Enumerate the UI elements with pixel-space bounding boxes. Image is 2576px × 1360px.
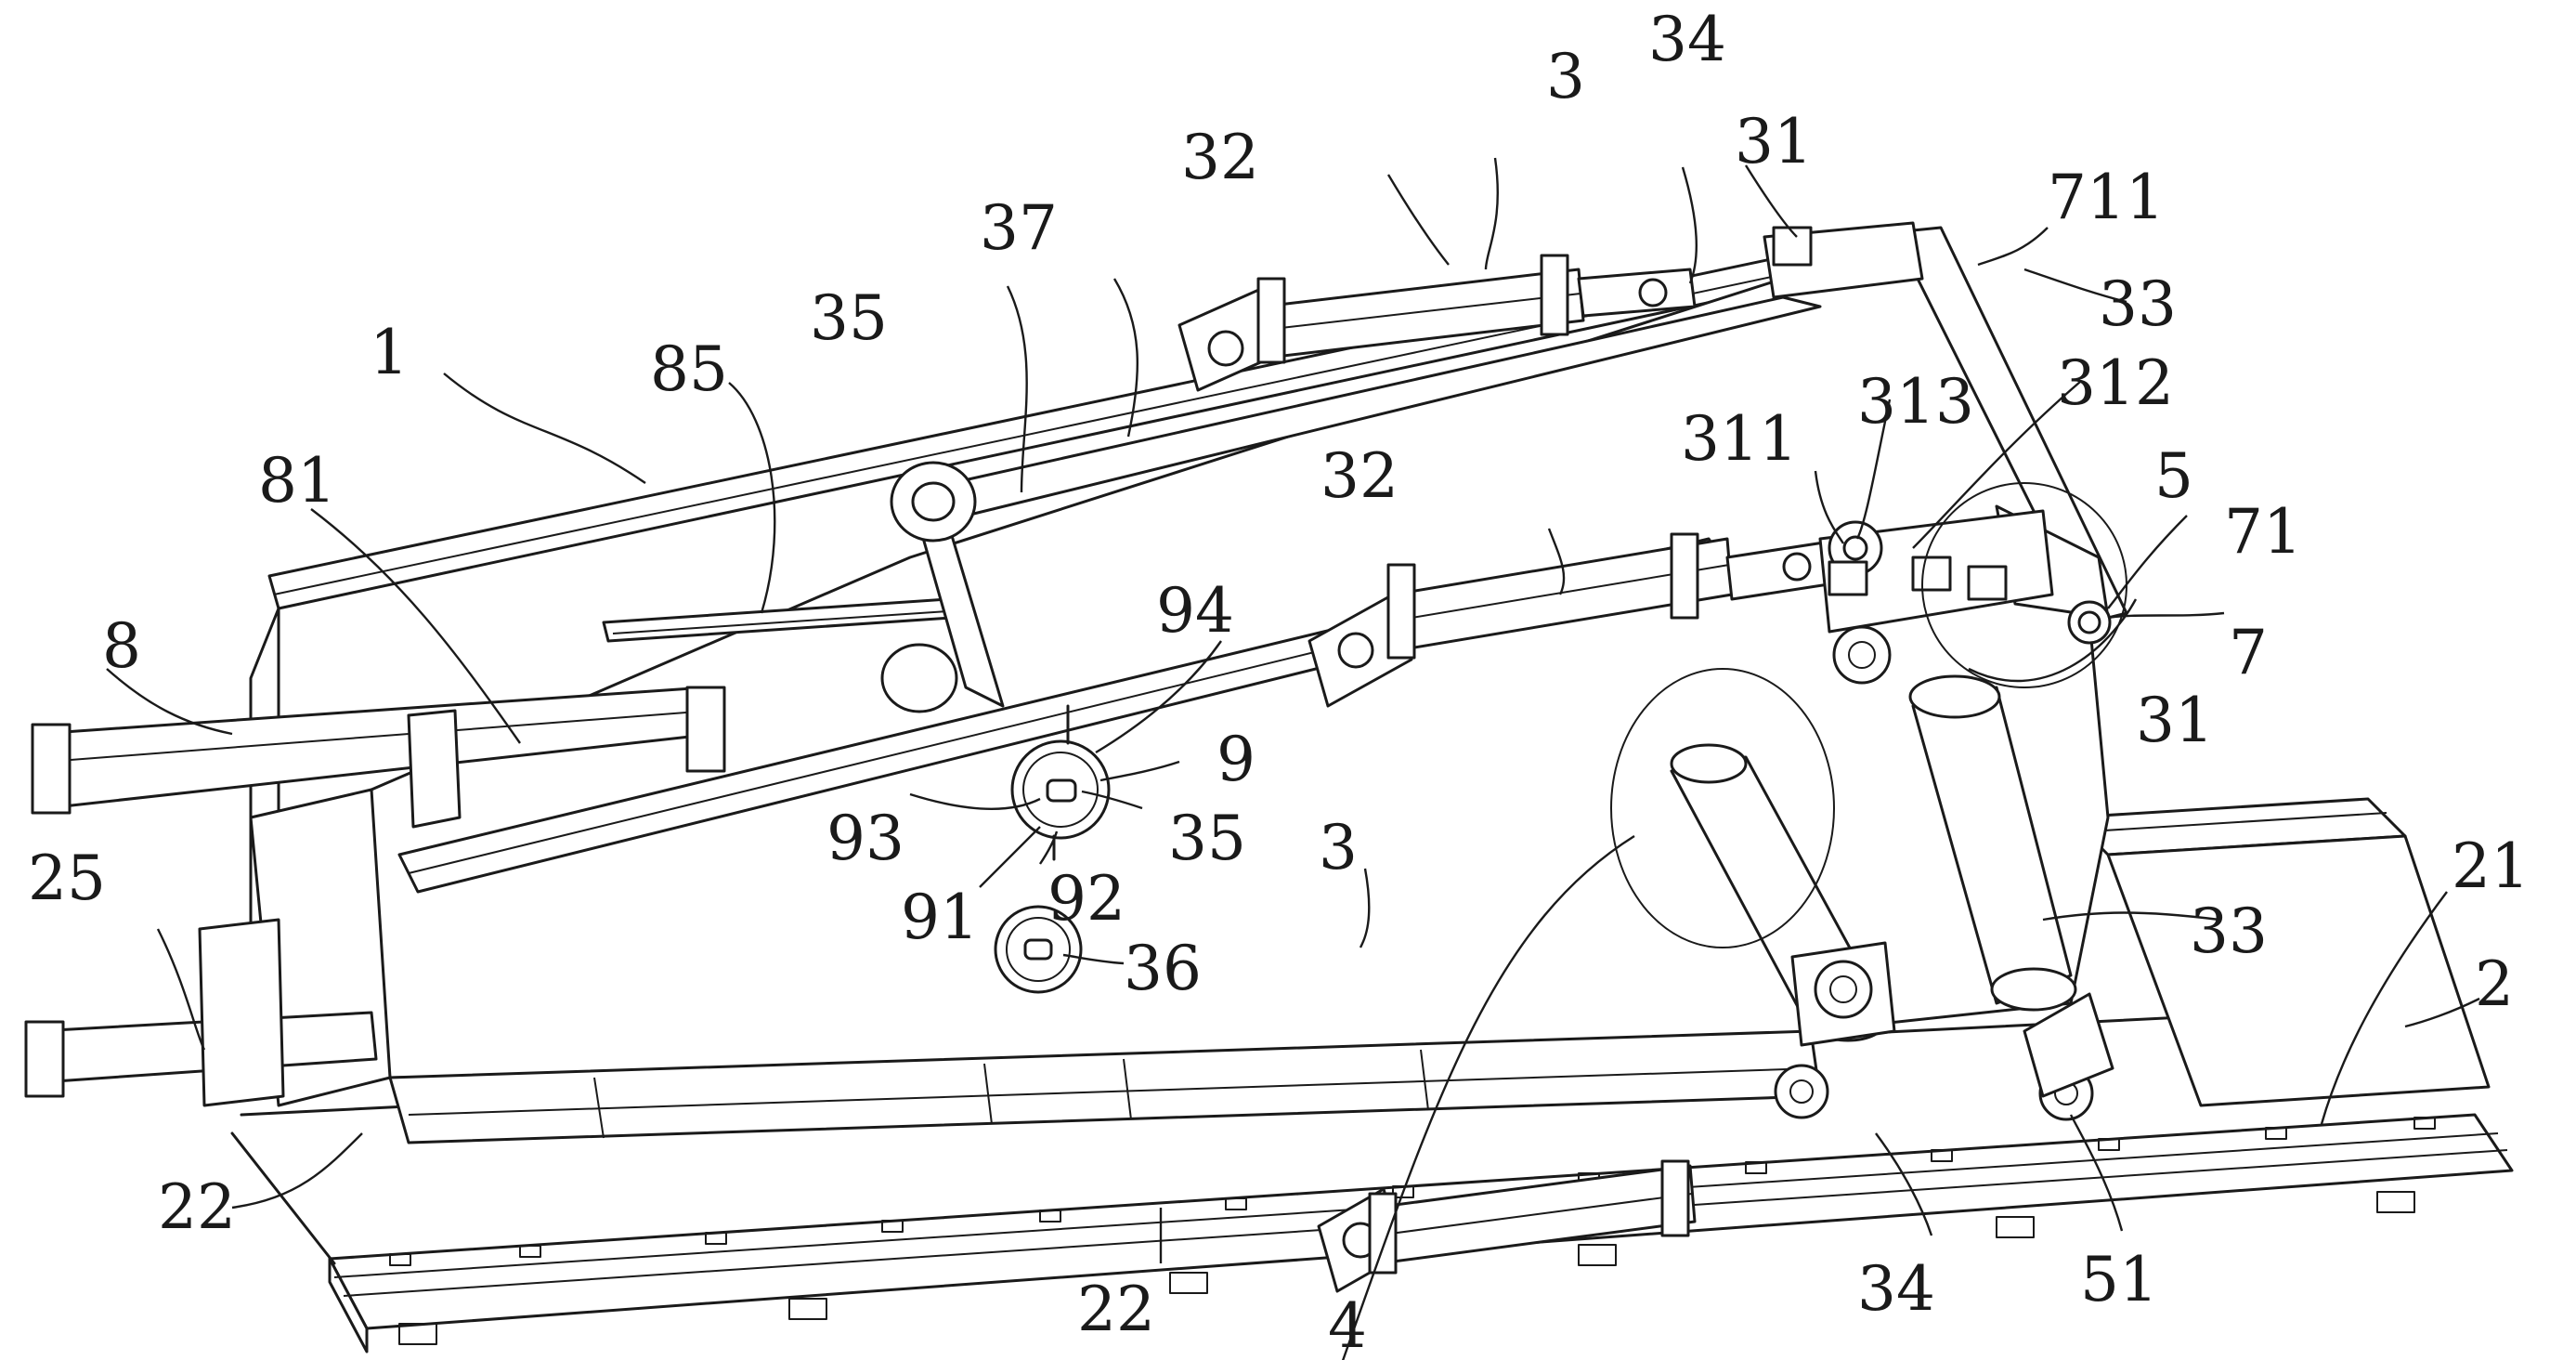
label-312: 312 — [2057, 347, 2174, 419]
label-51: 51 — [2080, 1244, 2158, 1315]
label-85: 85 — [650, 333, 728, 405]
label-91: 91 — [901, 882, 979, 953]
label-81: 81 — [258, 445, 336, 517]
label-35-plate: 35 — [1168, 803, 1246, 874]
label-1: 1 — [370, 317, 409, 388]
label-5: 5 — [2154, 440, 2193, 512]
label-32-top: 32 — [1181, 122, 1259, 193]
label-4: 4 — [1328, 1290, 1367, 1360]
label-71: 71 — [2224, 496, 2302, 568]
label-37: 37 — [980, 192, 1058, 264]
label-33-top: 33 — [2099, 268, 2177, 340]
label-36: 36 — [1124, 933, 1202, 1004]
label-34-bottom: 34 — [1857, 1253, 1935, 1325]
label-711: 711 — [2048, 162, 2165, 233]
label-25: 25 — [28, 843, 106, 914]
label-92: 92 — [1047, 863, 1125, 935]
label-8: 8 — [102, 610, 141, 682]
label-94: 94 — [1156, 575, 1234, 647]
label-313: 313 — [1857, 366, 1974, 438]
label-32-middle: 32 — [1321, 440, 1399, 512]
label-2: 2 — [2475, 948, 2514, 1020]
label-35-left: 35 — [810, 282, 888, 354]
label-3-top: 3 — [1546, 41, 1585, 112]
label-7: 7 — [2229, 617, 2268, 688]
label-3-bottom: 3 — [1319, 812, 1358, 883]
label-34-top: 34 — [1648, 4, 1726, 75]
label-311: 311 — [1681, 403, 1798, 475]
label-31-top: 31 — [1735, 106, 1813, 177]
label-93: 93 — [826, 803, 904, 874]
label-33-right: 33 — [2190, 896, 2268, 967]
label-21: 21 — [2452, 830, 2530, 902]
label-9: 9 — [1216, 724, 1255, 795]
label-31-right: 31 — [2136, 685, 2214, 756]
label-22-left: 22 — [158, 1171, 236, 1243]
label-22-center: 22 — [1077, 1274, 1155, 1345]
